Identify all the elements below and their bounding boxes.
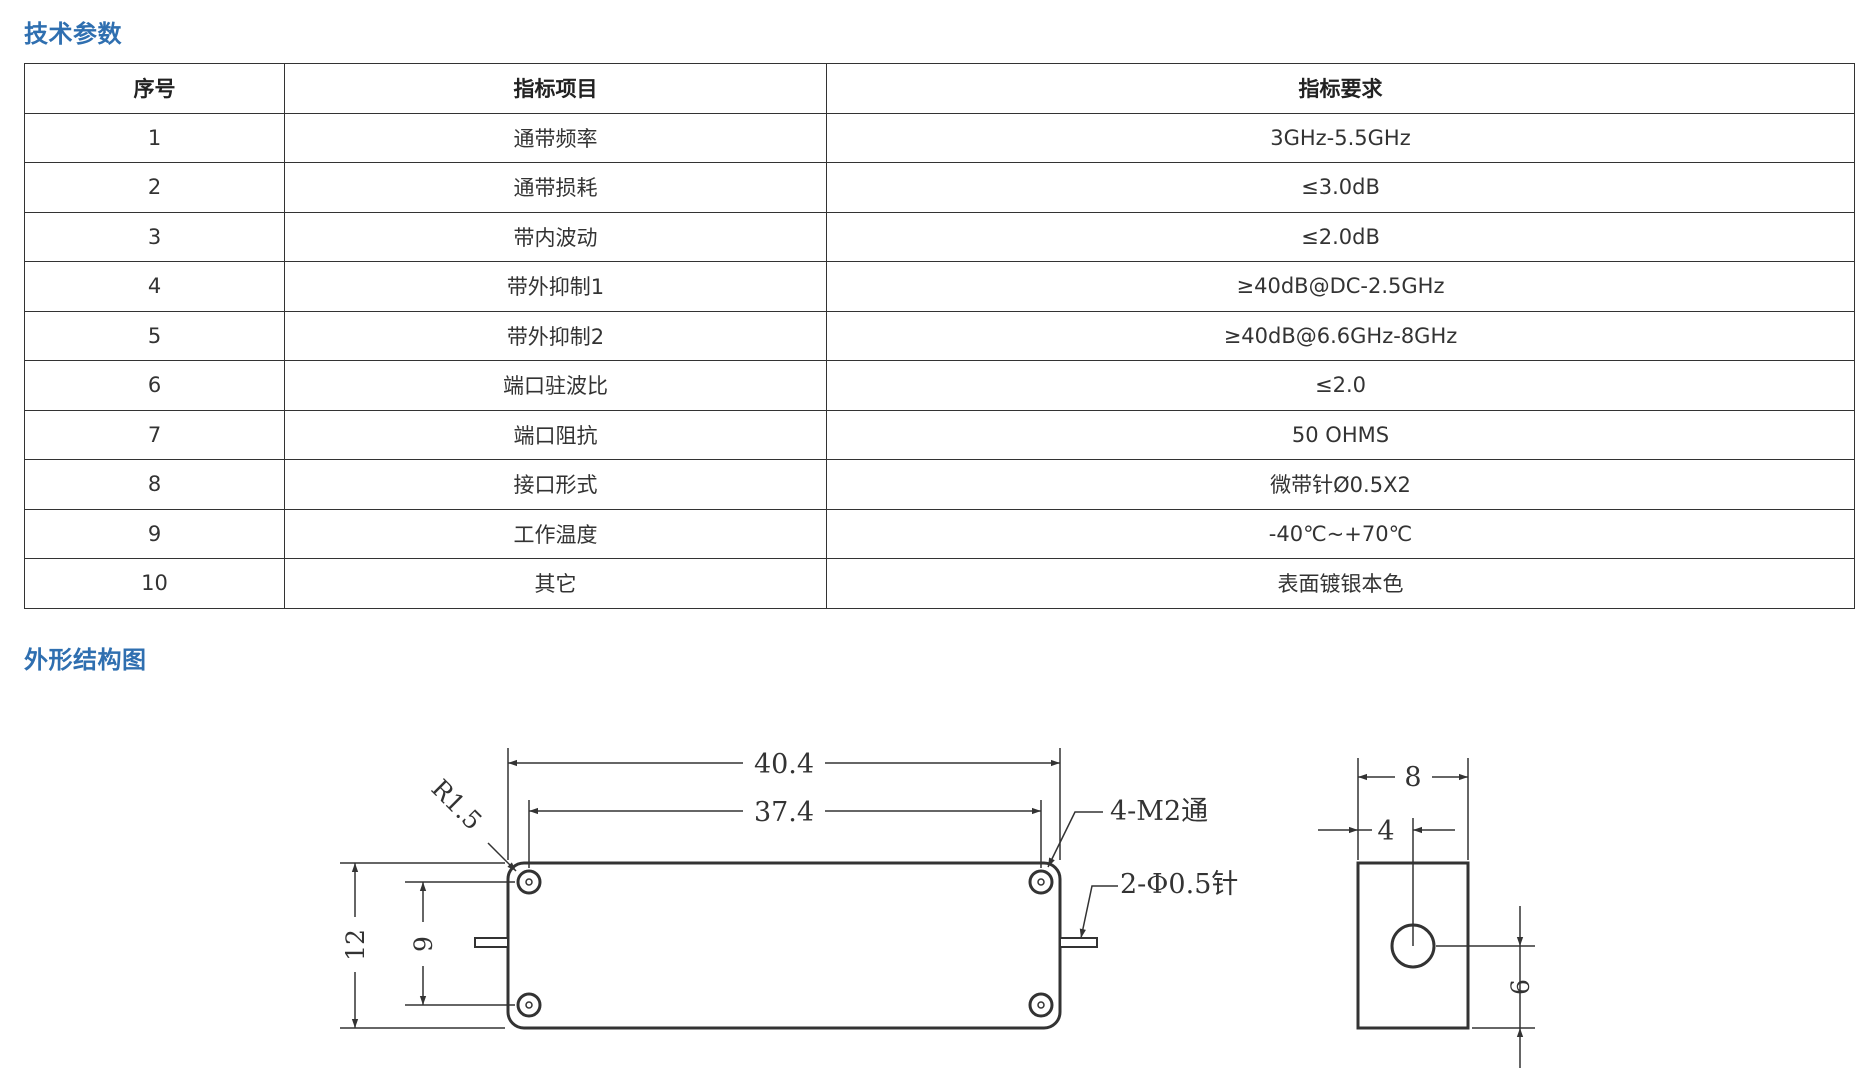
dim-side-pin-height: 6 bbox=[1506, 979, 1535, 995]
row-index: 7 bbox=[24, 409, 285, 460]
label-pins: 2-Φ0.5针 bbox=[1120, 869, 1238, 900]
row-index: 1 bbox=[24, 112, 285, 163]
row-index: 8 bbox=[24, 459, 285, 510]
dim-corner-radius: R1.5 bbox=[426, 774, 488, 836]
dim-overall-length: 40.4 bbox=[754, 749, 814, 780]
label-mounting-holes: 4-M2通 bbox=[1110, 796, 1208, 827]
filter-body-outline bbox=[506, 861, 1062, 1030]
mounting-holes bbox=[516, 869, 1054, 1018]
spec-table: 序号 指标项目 指标要求 1 通带频率 3GHz-5.5GHz 2 通带损耗 ≤… bbox=[24, 63, 1855, 609]
dim-body-height: 12 bbox=[341, 929, 370, 961]
row-item: 带外抑制1 bbox=[284, 261, 827, 312]
row-value: ≥40dB@DC-2.5GHz bbox=[826, 261, 1855, 312]
table-row: 2 通带损耗 ≤3.0dB bbox=[24, 162, 1855, 213]
table-row: 9 工作温度 -40℃~+70℃ bbox=[24, 508, 1855, 559]
table-row: 1 通带频率 3GHz-5.5GHz bbox=[24, 112, 1855, 163]
table-row: 5 带外抑制2 ≥40dB@6.6GHz-8GHz bbox=[24, 310, 1855, 361]
dim-side-width: 8 bbox=[1404, 762, 1421, 793]
table-row: 3 带内波动 ≤2.0dB bbox=[24, 211, 1855, 262]
row-item: 端口阻抗 bbox=[284, 409, 827, 460]
spec-section-title: 技术参数 bbox=[24, 20, 122, 48]
table-row: 6 端口驻波比 ≤2.0 bbox=[24, 360, 1855, 411]
header-index: 序号 bbox=[24, 63, 285, 114]
dim-hole-spacing: 37.4 bbox=[754, 797, 814, 828]
row-index: 2 bbox=[24, 162, 285, 213]
outline-section-title: 外形结构图 bbox=[24, 646, 147, 674]
table-row: 4 带外抑制1 ≥40dB@DC-2.5GHz bbox=[24, 261, 1855, 312]
row-item: 接口形式 bbox=[284, 459, 827, 510]
row-item: 通带损耗 bbox=[284, 162, 827, 213]
row-index: 10 bbox=[24, 558, 285, 609]
row-index: 9 bbox=[24, 508, 285, 559]
dim-hole-vertical: 9 bbox=[409, 936, 438, 952]
table-row: 8 接口形式 微带针Ø0.5X2 bbox=[24, 459, 1855, 510]
row-item: 其它 bbox=[284, 558, 827, 609]
row-value: 微带针Ø0.5X2 bbox=[826, 459, 1855, 510]
row-item: 带外抑制2 bbox=[284, 310, 827, 361]
pin-right bbox=[1059, 937, 1098, 948]
row-index: 3 bbox=[24, 211, 285, 262]
table-row: 10 其它 表面镀银本色 bbox=[24, 558, 1855, 609]
row-item: 端口驻波比 bbox=[284, 360, 827, 411]
row-value: ≤2.0dB bbox=[826, 211, 1855, 262]
dim-side-half: 4 bbox=[1377, 816, 1394, 847]
pin-left bbox=[474, 937, 509, 948]
row-value: ≥40dB@6.6GHz-8GHz bbox=[826, 310, 1855, 361]
row-item: 带内波动 bbox=[284, 211, 827, 262]
row-item: 通带频率 bbox=[284, 112, 827, 163]
row-value: 表面镀银本色 bbox=[826, 558, 1855, 609]
header-requirement: 指标要求 bbox=[826, 63, 1855, 114]
